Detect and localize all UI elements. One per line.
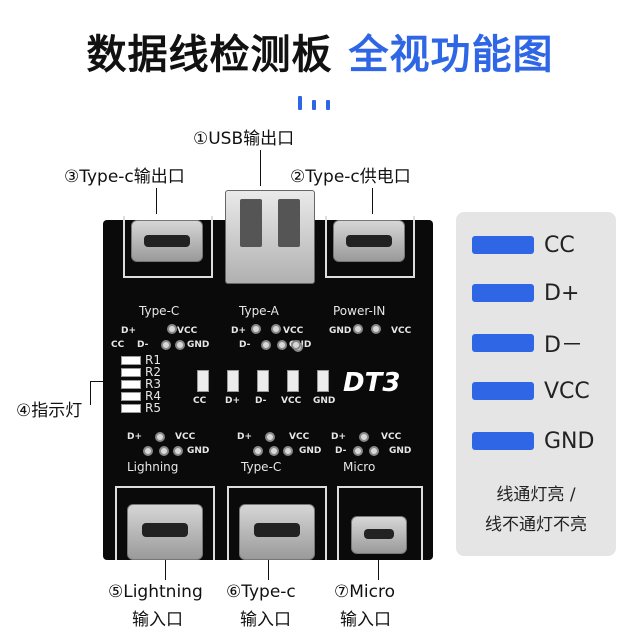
label-type-a: Type-A [239,304,279,318]
pin-label-vcc-3: VCC [391,326,412,336]
pin-label-vcc-6: VCC [381,432,402,442]
callout-line-typec-power [372,188,373,214]
callout-line-indicator-v [90,381,91,405]
callout-typec-power: ②Type-c供电口 [290,167,411,187]
typec-input-port[interactable] [239,504,315,560]
typec-output-port[interactable] [131,220,203,262]
title-decoration [298,96,342,110]
legend-swatch [472,334,534,352]
usb-a-output-port[interactable] [225,190,315,284]
label-type-c-bottom: Type-C [241,460,282,474]
legend-swatch [472,432,534,450]
resistor-r1 [121,356,141,365]
micro-frame [337,486,423,560]
typec-power-port[interactable] [333,220,405,262]
legend-item-dminus: D－ [472,328,583,358]
label-micro: Micro [343,460,376,474]
callout-micro-1: ⑦Micro [334,582,395,602]
legend-label: D+ [544,280,580,306]
label-power-in: Power-IN [333,304,386,318]
pin-label-dminus-1: D- [137,340,149,350]
pin-label-dminus-2: D- [239,340,251,350]
legend-item-dplus: D+ [472,278,579,308]
resistor-r2 [121,368,141,377]
pin-label-dplus-4: D+ [127,432,143,442]
callout-micro-2: 输入口 [340,610,391,630]
led-label-cc: CC [193,396,207,406]
callout-lightning-2: 输入口 [132,610,183,630]
label-lighning: Lighning [127,460,179,474]
pin-label-vcc-1: VCC [177,326,198,336]
pin-label-gnd-3: GND [329,326,352,336]
indicator-led-gnd [317,370,329,392]
legend-swatch [472,382,534,400]
legend-item-cc: CC [472,230,575,260]
resistor-r5 [121,404,141,413]
callout-indicator: ④指示灯 [16,401,83,421]
legend-note-line1: 线通灯亮 / [496,485,576,505]
pin-label-dplus-5: D+ [237,432,253,442]
resistor-label-r2: R2 [145,365,161,379]
label-type-c-top: Type-C [139,304,180,318]
title-main: 数据线检测板 [86,32,333,78]
callout-lightning-1: ⑤Lightning [108,582,203,602]
pin-label-gnd-5: GND [299,446,322,456]
legend-note-line2: 线不通灯不亮 [485,515,587,535]
indicator-led-dminus [257,370,269,392]
led-label-gnd: GND [313,396,336,406]
legend-label: CC [544,232,575,258]
led-label-dplus: D+ [225,396,241,406]
legend-label: D－ [544,333,583,358]
typec-output-frame [123,216,213,278]
legend-item-vcc: VCC [472,376,590,406]
resistor-label-r4: R4 [145,389,161,403]
pin-label-dplus-1: D+ [121,326,137,336]
lightning-frame [115,486,215,560]
board-model: DT3 [343,368,401,398]
legend-label: VCC [544,378,590,404]
indicator-led-dplus [227,370,239,392]
resistor-label-r5: R5 [145,401,161,415]
pcb-board: Type-C Type-A Power-IN D+ VCC CC D- GND … [103,190,433,560]
pin-label-gnd-4: GND [187,446,210,456]
resistor-r3 [121,380,141,389]
pin-label-gnd-6: GND [389,446,412,456]
pin-label-dplus-6: D+ [331,432,347,442]
lightning-input-port[interactable] [127,504,203,560]
callout-line-typec-in [268,540,269,580]
pin-label-vcc-2: VCC [283,326,304,336]
typec-input-frame [227,486,327,560]
legend-panel: CC D+ D－ VCC GND 线通灯亮 / 线不通灯不亮 [456,212,616,556]
pin-label-vcc-5: VCC [289,432,310,442]
callout-typec-in-1: ⑥Type-c [226,582,296,602]
callout-line-lightning [165,540,166,580]
legend-item-gnd: GND [472,426,594,456]
pin-label-dminus-6: D- [335,446,347,456]
micro-input-port[interactable] [351,516,407,554]
led-label-vcc: VCC [281,396,302,406]
pin-label-dplus-2: D+ [231,326,247,336]
callout-usb-output: ①USB输出口 [193,129,295,149]
legend-label: GND [544,428,595,454]
resistor-r4 [121,392,141,401]
page-title: 数据线检测板全视功能图 [0,22,640,80]
led-label-dminus: D- [255,396,267,406]
legend-swatch [472,284,534,302]
callout-typec-output: ③Type-c输出口 [64,167,185,187]
callout-line-usb [260,150,261,186]
resistor-label-r1: R1 [145,353,161,367]
callout-typec-in-2: 输入口 [240,610,291,630]
callout-line-micro [378,540,379,580]
indicator-led-vcc [287,370,299,392]
title-accent: 全视功能图 [348,32,554,78]
pin-label-vcc-4: VCC [175,432,196,442]
resistor-label-r3: R3 [145,377,161,391]
callout-line-typec-out [156,188,157,214]
indicator-led-cc [197,370,209,392]
legend-swatch [472,236,534,254]
pin-label-gnd-1: GND [187,340,210,350]
typec-power-frame [325,216,415,278]
pin-label-cc-1: CC [111,340,125,350]
